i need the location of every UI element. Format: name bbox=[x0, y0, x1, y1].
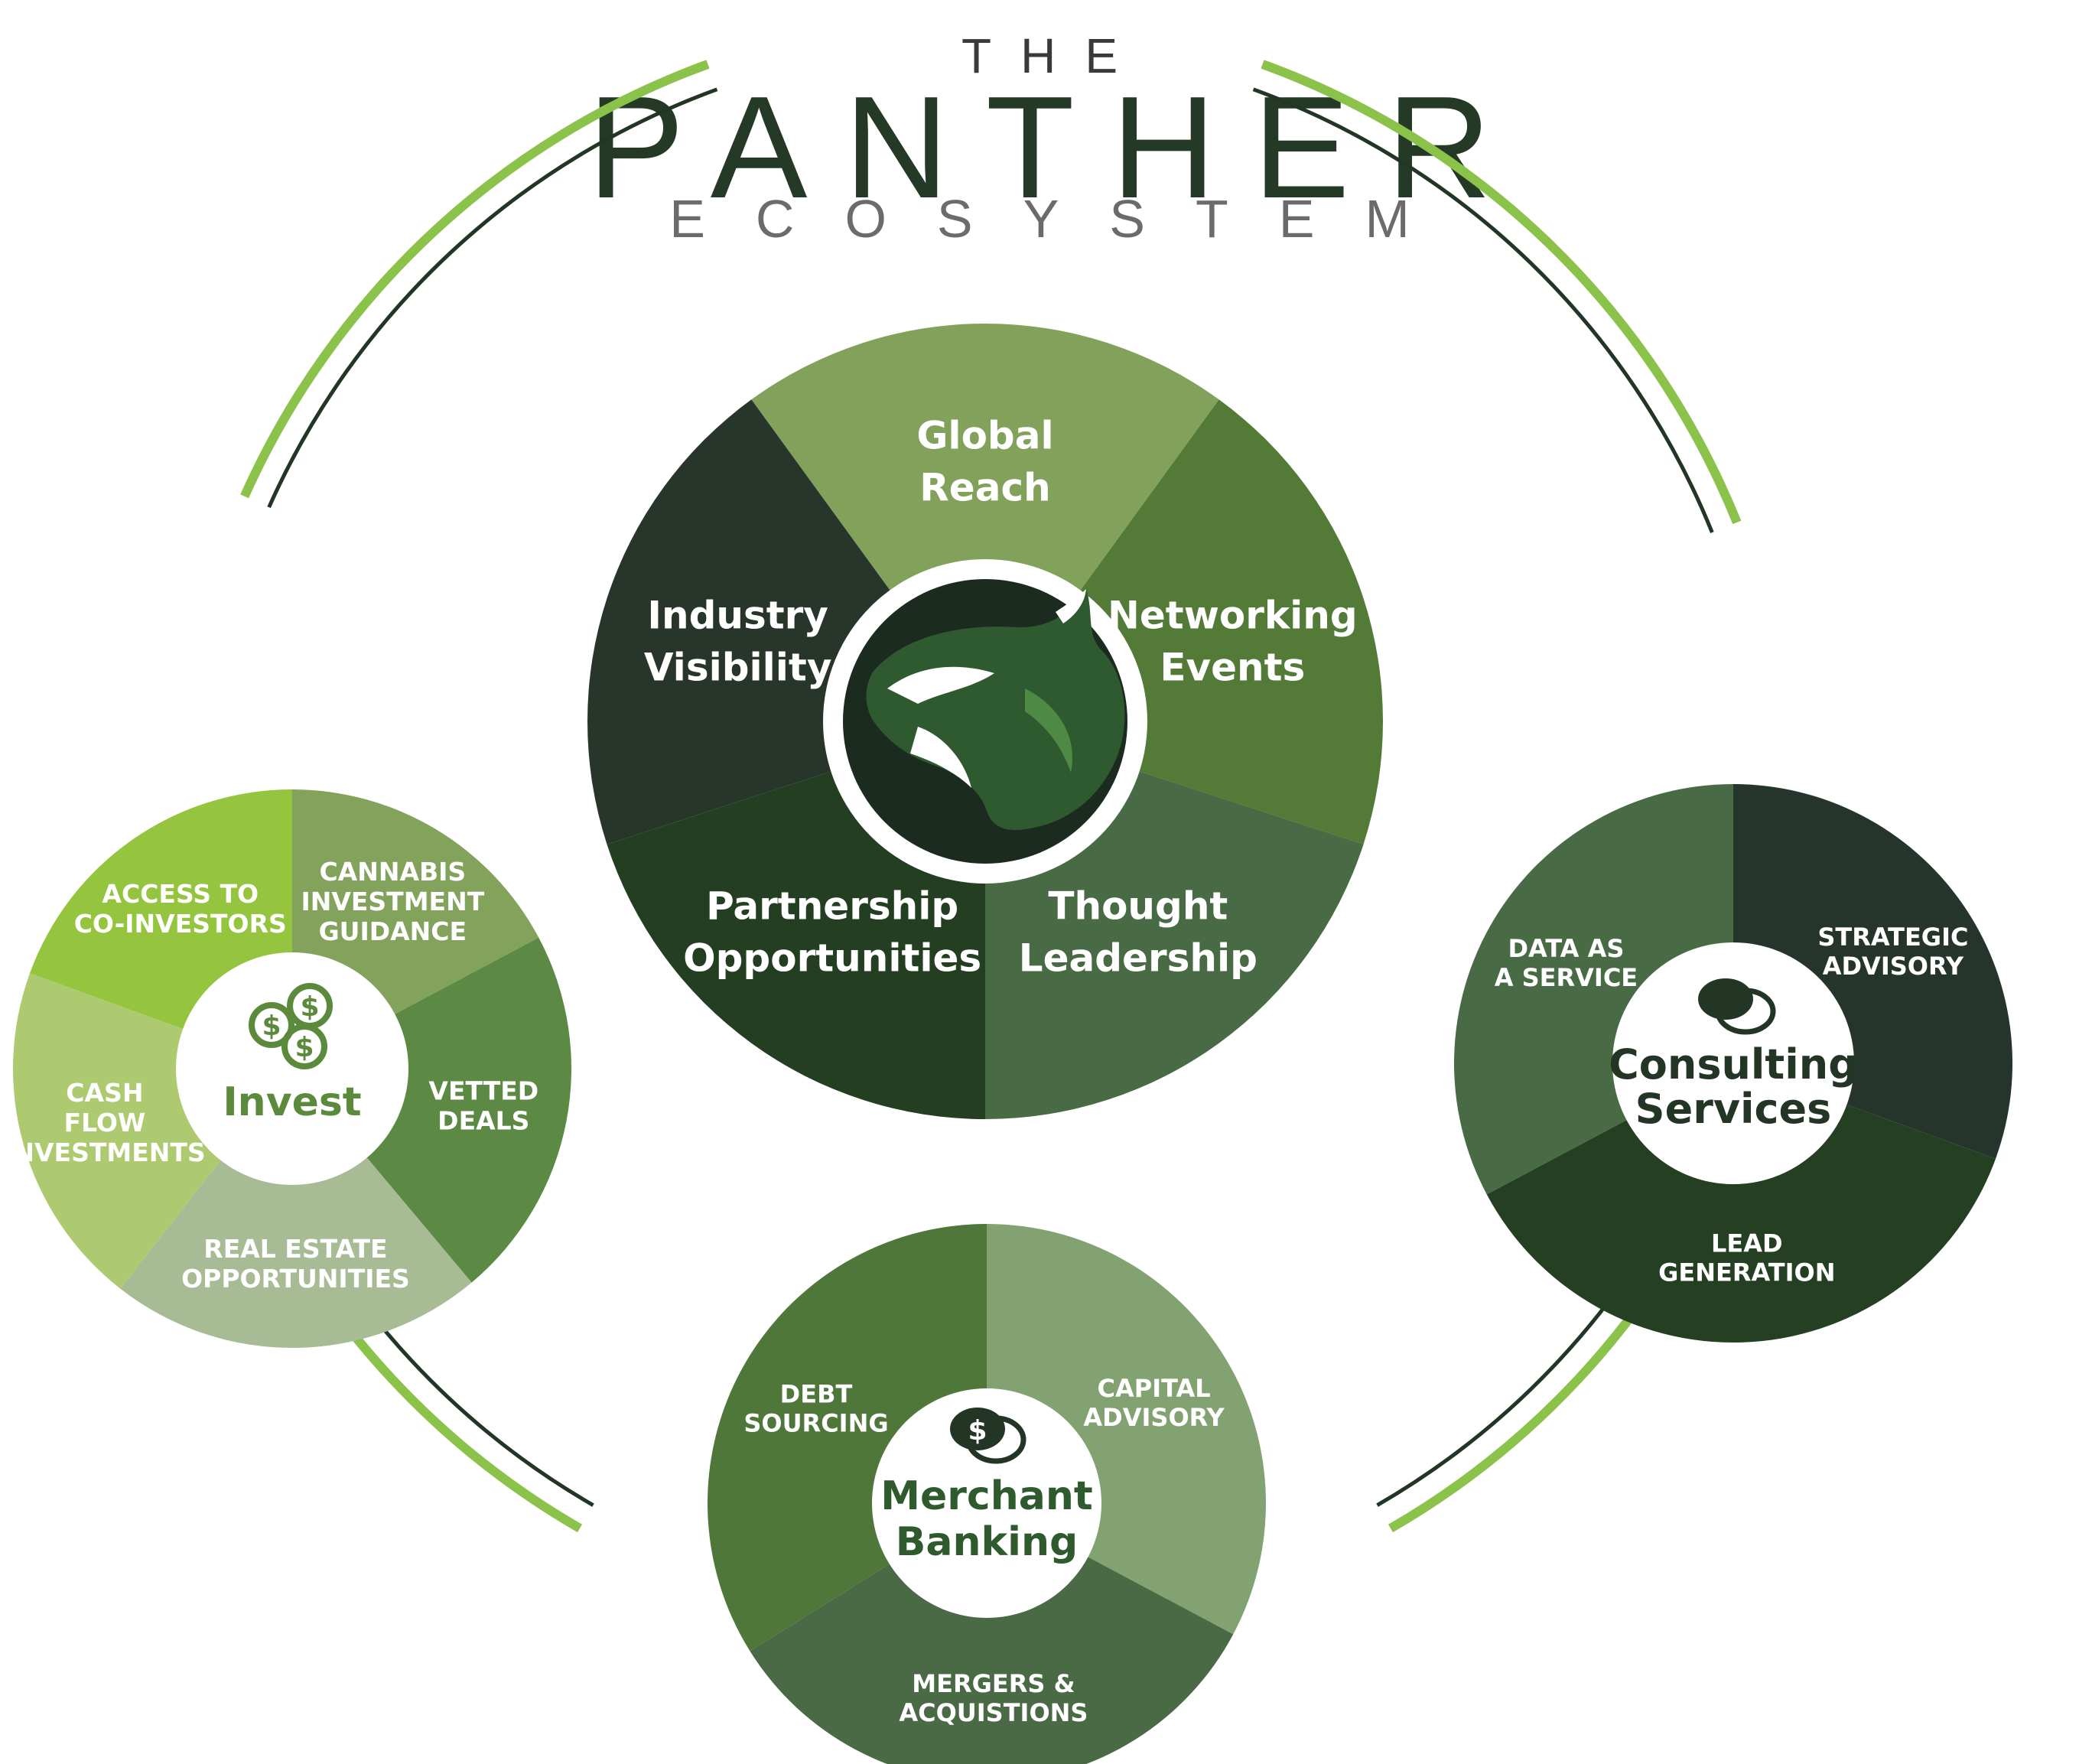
wheel-merchant-segment-label-line: SOURCING bbox=[743, 1409, 888, 1438]
wheel-center-segment-label-line: Events bbox=[1160, 645, 1305, 689]
wheel-merchant-segment-label-line: CAPITAL bbox=[1098, 1374, 1211, 1403]
dollar-chat-icon: $ bbox=[950, 1408, 1026, 1464]
dollar-sign-icon: $ bbox=[300, 991, 319, 1023]
merchant-hub bbox=[872, 1388, 1101, 1618]
invest-hub-label: Invest bbox=[223, 1079, 361, 1125]
merchant-hub-label-line: Banking bbox=[896, 1519, 1078, 1565]
dollar-sign-icon: $ bbox=[262, 1011, 281, 1042]
wheel-consulting-segment-label-line: DATA AS bbox=[1508, 934, 1624, 963]
wheel-invest-segment-label-line: ACCESS TO bbox=[102, 879, 259, 909]
wheel-invest-segment bbox=[120, 1069, 472, 1348]
wheel-merchant-segment-label-line: ADVISORY bbox=[1083, 1403, 1225, 1432]
chat-bubbles-icon bbox=[1698, 978, 1776, 1035]
merchant-hub-label-line: Merchant bbox=[880, 1473, 1092, 1519]
wheel-center-segment-label-line: Industry bbox=[647, 593, 828, 637]
wheel-invest-segment-label-line: FLOW bbox=[63, 1108, 145, 1137]
panther-cheek bbox=[1025, 688, 1072, 773]
coin-icon bbox=[281, 1024, 327, 1069]
wheel-center-segment-label-line: Visibility bbox=[644, 645, 832, 689]
wheel-center-segment-label-line: Global bbox=[916, 414, 1053, 458]
ring-arc-dark bbox=[1252, 87, 1714, 533]
wheel-consulting-segment-label-line: ADVISORY bbox=[1823, 952, 1964, 981]
panther-ear bbox=[1056, 589, 1086, 623]
consulting-hub bbox=[1612, 942, 1854, 1184]
chat-bubble-front-icon bbox=[950, 1408, 1005, 1450]
wheel-merchant-segment-label: MERGERS &ACQUISTIONS bbox=[899, 1669, 1088, 1727]
panther-head-icon bbox=[866, 589, 1125, 831]
panther-head-shape bbox=[866, 589, 1125, 831]
title-the: THE bbox=[961, 28, 1147, 83]
panther-eye-stripe bbox=[887, 666, 994, 704]
consulting-hub-label-line: Consulting bbox=[1609, 1040, 1858, 1089]
dollar-sign-icon: $ bbox=[294, 1032, 314, 1063]
ring-arc-dark bbox=[267, 87, 718, 509]
wheel-invest-segment-label-line: VETTED bbox=[428, 1076, 538, 1106]
wheel-merchant-segment-label-line: MERGERS & bbox=[912, 1669, 1075, 1698]
wheel-center-segment-label-line: Thought bbox=[1048, 884, 1228, 929]
wheel-center-segment-label-line: Networking bbox=[1108, 593, 1358, 637]
wheel-invest-segment-label-line: CASH bbox=[66, 1078, 143, 1108]
title-ecosystem: ECOSYSTEM bbox=[669, 189, 1460, 249]
wheel-center-segment-label-line: Reach bbox=[919, 466, 1050, 510]
ring-arc-green bbox=[1261, 60, 1742, 525]
ring-arc-green bbox=[240, 60, 710, 499]
wheel-consulting-segment-label-line: GENERATION bbox=[1658, 1258, 1835, 1287]
wheel-center-segment-label-line: Partnership bbox=[706, 884, 958, 929]
wheel-invest-segment-label-line: CO-INVESTORS bbox=[74, 909, 287, 939]
wheel-center-segment bbox=[751, 324, 1219, 721]
wheel-center-segment-label-line: Opportunities bbox=[683, 936, 981, 981]
consulting-hub-label-line: Services bbox=[1635, 1085, 1832, 1133]
wheel-consulting-segment-label-line: A SERVICE bbox=[1495, 963, 1638, 992]
wheel-invest-segment-label-line: OPPORTUNITIES bbox=[181, 1264, 410, 1294]
wheel-consulting-segment-label-line: LEAD bbox=[1711, 1229, 1783, 1258]
wheel-consulting-segment-label-line: STRATEGIC bbox=[1817, 923, 1968, 952]
wheel-invest-segment-label-line: GUIDANCE bbox=[319, 916, 467, 946]
wheel-merchant-segment bbox=[750, 1503, 1234, 1764]
wheel-invest-segment-label-line: DEALS bbox=[438, 1106, 529, 1136]
panther-fang bbox=[910, 727, 971, 788]
wheel-center-segment-label-line: Leadership bbox=[1019, 936, 1257, 981]
wheel-invest-segment-label-line: CANNABIS bbox=[319, 857, 466, 887]
wheel-invest-segment-label-line: INVESTMENT bbox=[301, 887, 484, 916]
wheel-merchant-segment-label-line: DEBT bbox=[780, 1380, 853, 1409]
wheel-merchant-segment-label-line: ACQUISTIONS bbox=[899, 1698, 1088, 1727]
wheel-invest-segment-label-line: INVESTMENTS bbox=[4, 1137, 206, 1167]
invest-hub bbox=[176, 952, 408, 1185]
coin-icon bbox=[249, 1002, 294, 1048]
wheel-invest-segment bbox=[292, 937, 572, 1283]
coins-icon: $ $ $ bbox=[249, 983, 333, 1069]
wheel-consulting-segment bbox=[1486, 1063, 1996, 1343]
chat-bubble-front-icon bbox=[1698, 978, 1753, 1020]
dollar-sign-icon: $ bbox=[968, 1415, 987, 1447]
wheel-invest-segment-label-line: REAL ESTATE bbox=[203, 1234, 387, 1264]
